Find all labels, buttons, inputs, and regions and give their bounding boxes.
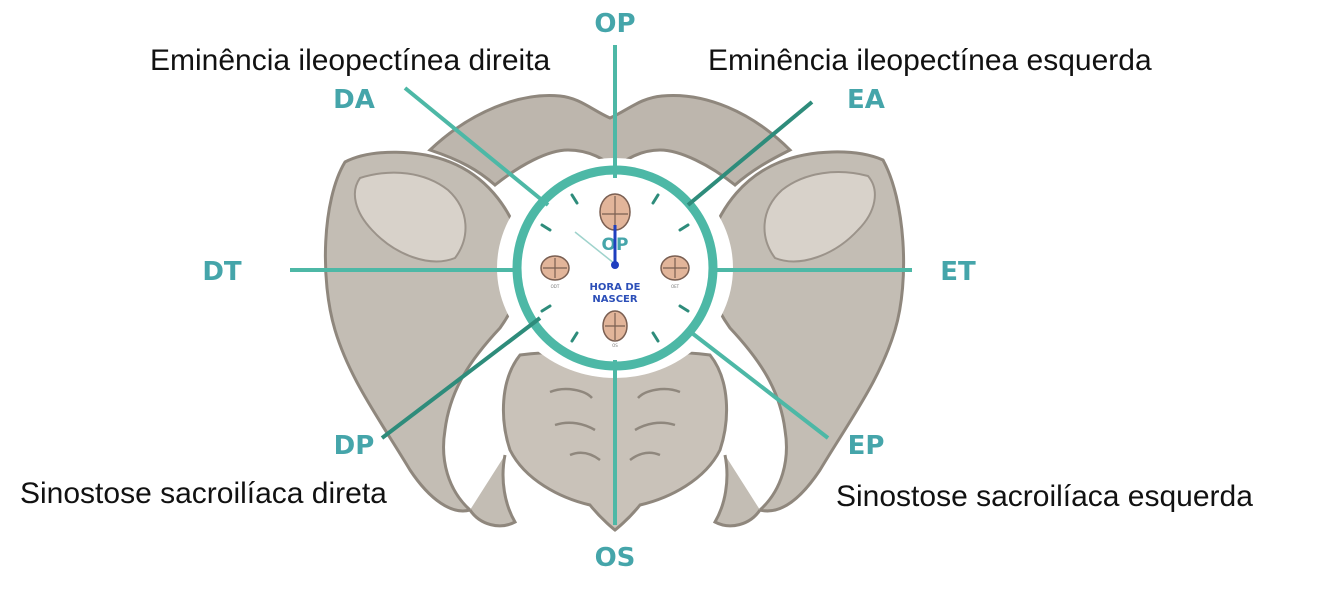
label-right-iliopectineal: Eminência ileopectínea direita	[150, 44, 551, 77]
left-iliac-fossa	[353, 171, 467, 263]
label-dt: DT	[202, 257, 242, 287]
clock-title-line2: NASCER	[592, 294, 637, 305]
clock-minute-hand	[574, 231, 616, 265]
clock-head-label-bottom: OS	[612, 343, 618, 348]
clock-icon: ODT OET OS OP HORA DE NASCER	[512, 165, 718, 371]
position-lines	[290, 45, 912, 525]
position-labels: OP OS DA EA DT ET DP EP	[202, 9, 976, 573]
line-ep	[686, 328, 830, 440]
left-iliac-wing	[323, 150, 525, 513]
label-dp: DP	[334, 431, 375, 461]
label-left-sacroiliac: Sinostose sacroilíaca esquerda	[836, 480, 1253, 513]
clock-center-dot	[611, 261, 619, 269]
fetal-head-icon	[540, 255, 570, 281]
line-dp	[380, 316, 542, 440]
right-iliac-wing	[705, 150, 906, 513]
label-et: ET	[940, 257, 976, 287]
clock-title-line1: HORA DE	[590, 282, 641, 293]
clock-ticks	[540, 193, 690, 343]
label-right-sacroiliac: Sinostose sacroilíaca direta	[20, 477, 387, 510]
label-da: DA	[333, 85, 375, 115]
fetal-head-icon	[599, 193, 631, 231]
label-os: OS	[595, 543, 636, 573]
sacral-foramina	[549, 387, 681, 462]
clock-head-label-left: ODT	[551, 284, 560, 289]
fetal-head-icon	[602, 310, 628, 342]
clock-head-label-right: OET	[671, 284, 680, 289]
left-ischium	[468, 454, 518, 528]
pubic-rim	[427, 94, 793, 187]
label-op: OP	[594, 9, 635, 39]
line-ea	[686, 100, 814, 207]
fetal-head-icon	[660, 255, 690, 281]
label-left-iliopectineal: Eminência ileopectínea esquerda	[708, 44, 1152, 77]
region-labels: Eminência ileopectínea direita Eminência…	[20, 44, 1253, 513]
right-iliac-fossa	[763, 171, 876, 263]
label-ep: EP	[848, 431, 885, 461]
label-ea: EA	[847, 85, 885, 115]
line-da	[403, 86, 550, 207]
right-ischium	[712, 454, 762, 528]
